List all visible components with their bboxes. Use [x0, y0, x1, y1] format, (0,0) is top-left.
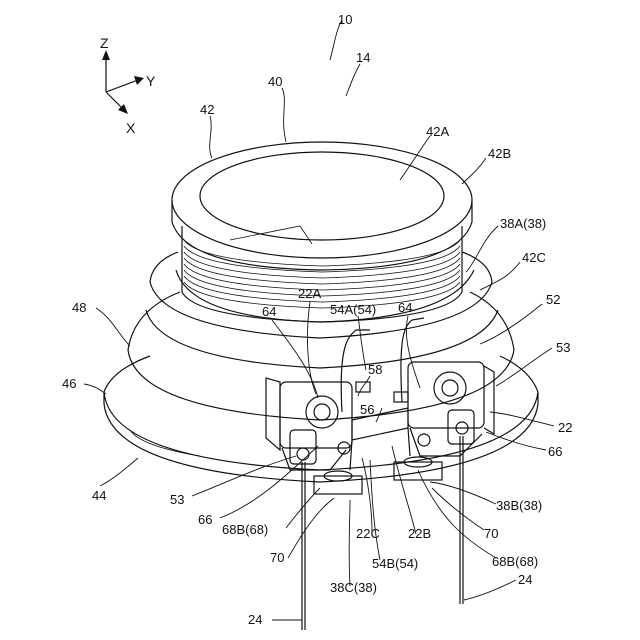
axis-z-label: Z — [100, 35, 109, 51]
label-64-left: 64 — [262, 304, 276, 319]
label-24-right: 24 — [518, 572, 532, 587]
left-terminal-block — [266, 378, 352, 470]
label-22A: 22A — [298, 286, 321, 301]
label-66-left: 66 — [198, 512, 212, 527]
coil-windings — [184, 240, 460, 308]
label-10: 10 — [338, 12, 352, 27]
base-flange — [104, 356, 538, 482]
connector-pads — [314, 457, 442, 494]
label-64-right: 64 — [398, 300, 412, 315]
label-68B-right: 68B(68) — [492, 554, 538, 569]
label-58: 58 — [368, 362, 382, 377]
coordinate-axes: Z Y X — [100, 35, 156, 136]
label-40: 40 — [268, 74, 282, 89]
label-38C: 38C(38) — [330, 580, 377, 595]
label-52: 52 — [546, 292, 560, 307]
label-48: 48 — [72, 300, 86, 315]
label-42A: 42A — [426, 124, 449, 139]
label-70-right: 70 — [484, 526, 498, 541]
label-42B: 42B — [488, 146, 511, 161]
right-terminal-block — [408, 362, 494, 456]
label-56: 56 — [360, 402, 374, 417]
label-22C: 22C — [356, 526, 380, 541]
label-42C: 42C — [522, 250, 546, 265]
label-54A: 54A(54) — [330, 302, 376, 317]
label-44: 44 — [92, 488, 106, 503]
label-38B: 38B(38) — [496, 498, 542, 513]
label-38A: 38A(38) — [500, 216, 546, 231]
label-42: 42 — [200, 102, 214, 117]
axis-x-label: X — [126, 120, 136, 136]
label-24-left: 24 — [248, 612, 262, 627]
axis-y-label: Y — [146, 73, 156, 89]
label-54B: 54B(54) — [372, 556, 418, 571]
label-53-right: 53 — [556, 340, 570, 355]
label-22: 22 — [558, 420, 572, 435]
label-46: 46 — [62, 376, 76, 391]
top-ring — [172, 142, 472, 270]
label-53-left: 53 — [170, 492, 184, 507]
label-14: 14 — [356, 50, 370, 65]
reference-labels: 10 14 40 42 42A 42B 38A(38) 42C 52 53 22… — [62, 12, 572, 627]
stepped-body — [128, 252, 514, 420]
label-66-right: 66 — [548, 444, 562, 459]
label-68B-left: 68B(68) — [222, 522, 268, 537]
label-70-left: 70 — [270, 550, 284, 565]
label-22B: 22B — [408, 526, 431, 541]
